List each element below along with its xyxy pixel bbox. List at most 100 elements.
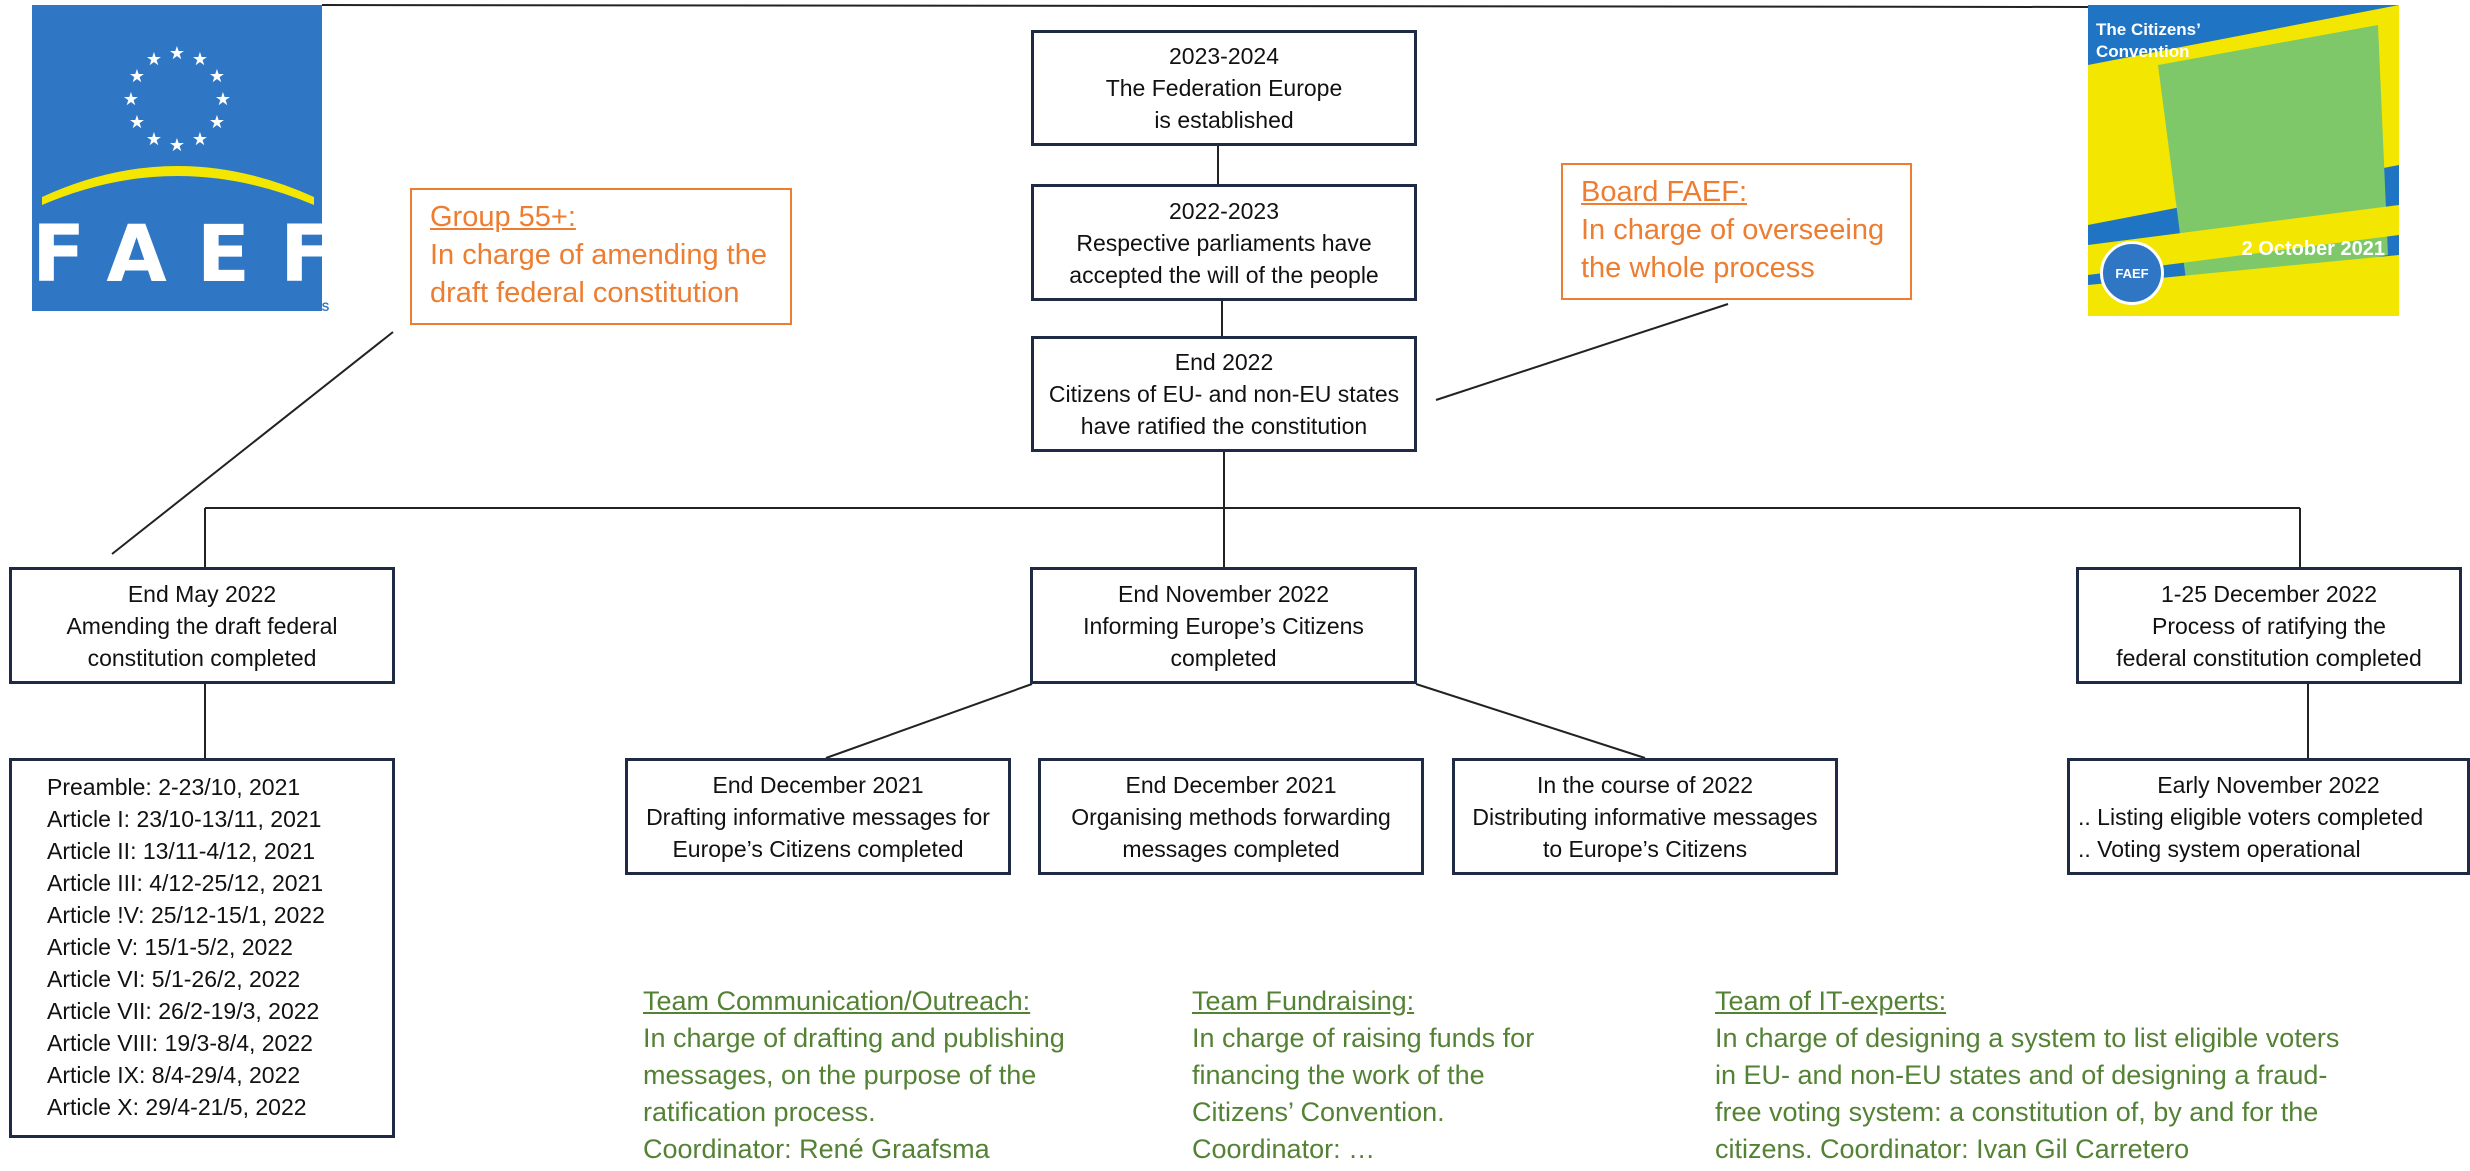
group55-text: draft federal constitution (430, 277, 740, 309)
poster-title: The Citizens’ Convention (2096, 20, 2200, 61)
poster-badge: FAEF (2100, 241, 2164, 305)
team-heading: Team of IT-experts: (1715, 986, 1947, 1016)
team-text: In charge of raising funds for (1192, 1023, 1535, 1053)
poster-background (2088, 5, 2399, 316)
milestone-text: constitution completed (87, 644, 317, 671)
milestone-text: .. Voting system operational (2078, 835, 2361, 862)
milestone-date: End December 2021 (712, 771, 924, 798)
team-fundraising: Team Fundraising: In charge of raising f… (1192, 983, 1612, 1168)
article-item: Preamble: 2-23/10, 2021 (47, 774, 301, 800)
board-text: In charge of overseeing (1581, 214, 1885, 246)
milestone-text: to Europe’s Citizens (1542, 835, 1748, 862)
milestone-distributing-messages: In the course of 2022 Distributing infor… (1452, 758, 1838, 875)
article-item: Article IX: 8/4-29/4, 2022 (47, 1062, 301, 1088)
milestone-amending-completed: End May 2022 Amending the draft federal … (9, 567, 395, 684)
group55-text: In charge of amending the (430, 239, 767, 271)
article-item: Article VII: 26/2-19/3, 2022 (47, 998, 320, 1024)
convention-poster: The Citizens’ Convention FAEF 2 October … (2088, 5, 2399, 316)
milestone-citizens-ratified: End 2022 Citizens of EU- and non-EU stat… (1031, 336, 1417, 452)
article-item: Article III: 4/12-25/12, 2021 (47, 870, 324, 896)
logo-letters: FAEF (32, 210, 364, 300)
team-text: ratification process. (643, 1097, 876, 1127)
milestone-text: Respective parliaments have (1076, 229, 1372, 256)
group55-box: Group 55+: In charge of amending the dra… (410, 188, 792, 325)
article-item: Article X: 29/4-21/5, 2022 (47, 1094, 307, 1120)
milestone-text: completed (1170, 644, 1277, 671)
logo-subtitle: FEDERAL ALLIANCE OF EUROPEAN FEDERALISTS (32, 302, 330, 314)
milestone-text: Drafting informative messages for (646, 803, 990, 830)
team-text: in EU- and non-EU states and of designin… (1715, 1060, 2328, 1090)
milestone-date: End May 2022 (127, 580, 277, 607)
team-text: Coordinator: … (1192, 1134, 1376, 1164)
article-item: Article VIII: 19/3-8/4, 2022 (47, 1030, 313, 1056)
milestone-informing-completed: End November 2022 Informing Europe’s Cit… (1030, 567, 1417, 684)
board-heading: Board FAEF: (1581, 176, 1748, 208)
milestone-text: messages completed (1122, 835, 1340, 862)
milestone-text: Amending the draft federal (66, 612, 338, 639)
article-item: Article !V: 25/12-15/1, 2022 (47, 902, 325, 928)
milestone-text: Citizens of EU- and non-EU states (1048, 381, 1400, 407)
team-text: citizens. Coordinator: Ivan Gil Carreter… (1715, 1134, 2190, 1164)
eu-stars-icon: ★★★ ★★★ ★★★ ★★★ (42, 43, 314, 205)
svg-text:★: ★ (146, 49, 162, 70)
board-text: the whole process (1581, 252, 1815, 284)
team-text: messages, on the purpose of the (643, 1060, 1037, 1090)
team-text: In charge of designing a system to list … (1715, 1023, 2340, 1053)
team-text: In charge of drafting and publishing (643, 1023, 1065, 1053)
milestone-text: .. Listing eligible voters completed (2078, 803, 2424, 830)
milestone-parliaments-accepted: 2022-2023 Respective parliaments have ac… (1031, 184, 1417, 301)
milestone-text: Distributing informative messages (1472, 803, 1818, 830)
svg-text:★: ★ (129, 112, 145, 133)
milestone-ratifying-process: 1-25 December 2022 Process of ratifying … (2076, 567, 2462, 684)
milestone-text: is established (1154, 107, 1294, 133)
articles-schedule: Preamble: 2-23/10, 2021 Article I: 23/10… (9, 758, 395, 1138)
group55-heading: Group 55+: (430, 201, 576, 233)
milestone-text: Europe’s Citizens completed (672, 835, 964, 862)
milestone-date: In the course of 2022 (1536, 771, 1754, 798)
svg-text:★: ★ (192, 129, 208, 150)
milestone-federation-established: 2023-2024 The Federation Europe is estab… (1031, 30, 1417, 146)
board-faef-box: Board FAEF: In charge of overseeing the … (1561, 163, 1912, 300)
svg-text:★: ★ (209, 112, 225, 133)
milestone-text: Process of ratifying the (2152, 612, 2386, 639)
article-item: Article VI: 5/1-26/2, 2022 (47, 966, 301, 992)
svg-text:★: ★ (192, 49, 208, 70)
svg-text:★: ★ (123, 89, 139, 110)
team-heading: Team Fundraising: (1192, 986, 1415, 1016)
poster-date: 2 October 2021 (2241, 238, 2385, 260)
team-text: Coordinator: René Graafsma (643, 1134, 990, 1164)
milestone-date: End December 2021 (1125, 771, 1337, 798)
faef-logo: ★★★ ★★★ ★★★ ★★★ FAEF FEDERAL ALLIANCE OF… (32, 5, 364, 314)
milestone-date: 2023-2024 (1169, 43, 1279, 69)
milestone-text: The Federation Europe (1105, 75, 1343, 101)
article-item: Article I: 23/10-13/11, 2021 (47, 806, 322, 832)
team-text: free voting system: a constitution of, b… (1715, 1097, 2319, 1127)
milestone-text: have ratified the constitution (1080, 413, 1368, 439)
milestone-text: Organising methods forwarding (1071, 803, 1391, 830)
team-text: financing the work of the (1192, 1060, 1485, 1090)
milestone-text: accepted the will of the people (1069, 261, 1379, 288)
team-heading: Team Communication/Outreach: (643, 986, 1031, 1016)
milestone-voters-listing: Early November 2022 .. Listing eligible … (2067, 758, 2470, 875)
team-communication: Team Communication/Outreach: In charge o… (643, 983, 1203, 1168)
milestone-date: End November 2022 (1118, 580, 1329, 607)
article-item: Article II: 13/11-4/12, 2021 (47, 838, 316, 864)
team-it-experts: Team of IT-experts: In charge of designi… (1715, 983, 2465, 1168)
milestone-drafting-messages: End December 2021 Drafting informative m… (625, 758, 1011, 875)
milestone-date: 2022-2023 (1169, 197, 1279, 224)
svg-text:★: ★ (215, 89, 231, 110)
article-item: Article V: 15/1-5/2, 2022 (47, 934, 293, 960)
milestone-date: 1-25 December 2022 (2160, 580, 2378, 607)
milestone-date: End 2022 (1174, 349, 1274, 375)
milestone-date: Early November 2022 (2157, 771, 2380, 798)
svg-text:★: ★ (169, 135, 185, 156)
svg-text:★: ★ (129, 66, 145, 87)
milestone-text: Informing Europe’s Citizens (1083, 612, 1364, 639)
svg-text:★: ★ (169, 43, 185, 64)
milestone-text: federal constitution completed (2116, 644, 2422, 671)
svg-text:★: ★ (146, 129, 162, 150)
milestone-organising-methods: End December 2021 Organising methods for… (1038, 758, 1424, 875)
svg-text:★: ★ (209, 66, 225, 87)
team-text: Citizens’ Convention. (1192, 1097, 1445, 1127)
